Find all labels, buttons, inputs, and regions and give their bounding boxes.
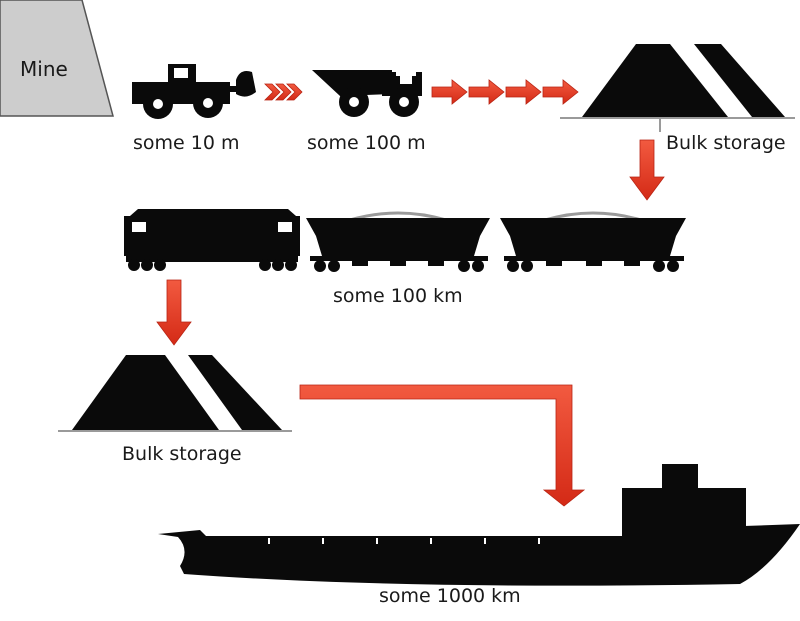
- arrow-down-to-storage: [156, 279, 192, 346]
- arrow-to-ship: [299, 384, 586, 507]
- loader-distance-label: some 10 m: [133, 132, 240, 154]
- ship-distance-label: some 1000 km: [379, 585, 521, 607]
- train-distance-label: some 100 km: [333, 285, 463, 307]
- mine-block: [0, 0, 114, 117]
- arrows-to-storage: [431, 79, 579, 105]
- locomotive-icon: [124, 209, 300, 271]
- hopper-wagon-2-icon: [500, 211, 686, 272]
- small-arrows: [264, 83, 303, 101]
- hopper-wagon-1-icon: [306, 211, 490, 272]
- wheel-loader-icon: [132, 64, 256, 119]
- bulk-storage-bottom-label: Bulk storage: [122, 443, 242, 465]
- bulk-storage-top-label: Bulk storage: [666, 132, 786, 154]
- bulk-storage-bottom-icon: [58, 355, 292, 432]
- truck-distance-label: some 100 m: [307, 132, 426, 154]
- ship-icon: [158, 464, 800, 586]
- arrow-down-to-train: [629, 139, 665, 201]
- mine-label: Mine: [20, 57, 68, 81]
- dump-truck-icon: [312, 70, 422, 117]
- bulk-storage-top-icon: [560, 44, 795, 132]
